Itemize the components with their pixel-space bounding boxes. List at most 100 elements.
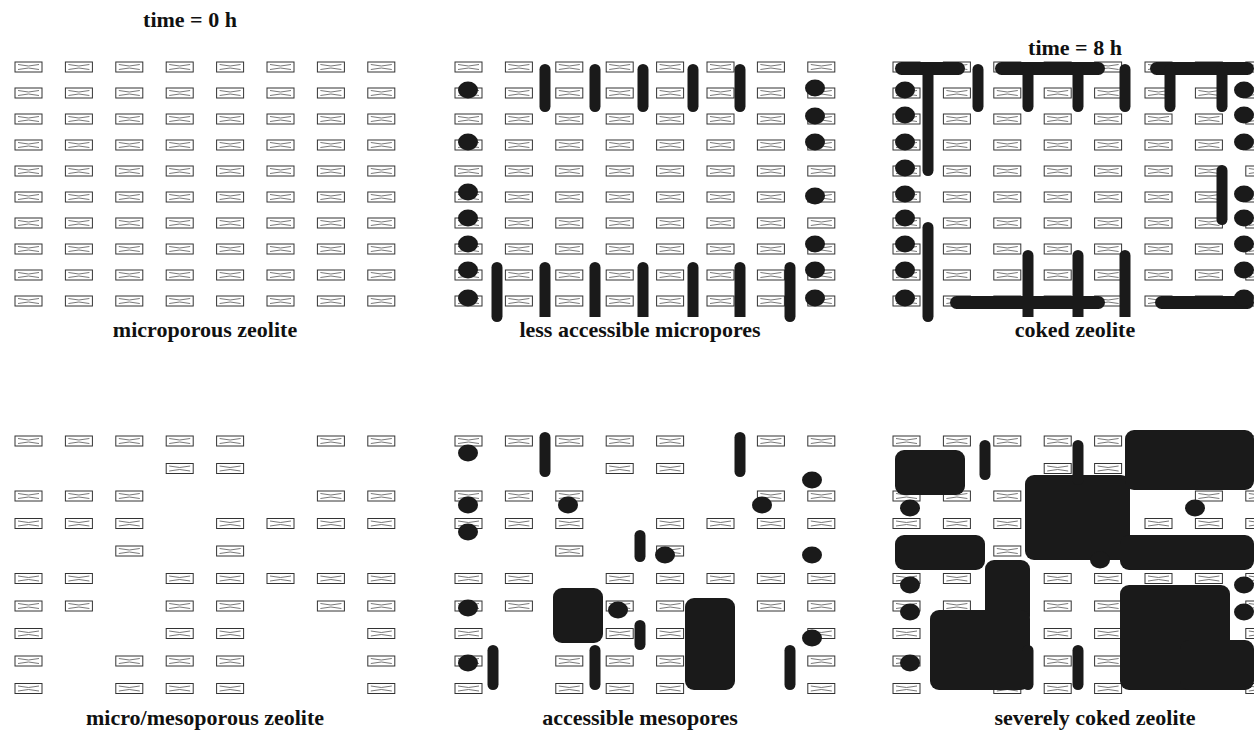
micropore-symbol bbox=[166, 166, 193, 176]
micropore-symbol bbox=[455, 629, 482, 639]
micropore-symbol bbox=[657, 140, 684, 150]
micropore-symbol bbox=[505, 601, 532, 611]
micropore-symbol bbox=[606, 218, 633, 228]
coke-deposit bbox=[895, 450, 965, 495]
micropore-symbol bbox=[1044, 684, 1071, 694]
micropore-symbol bbox=[455, 62, 482, 72]
coke-panel-3 bbox=[895, 62, 1254, 322]
micropore-symbol bbox=[505, 166, 532, 176]
micropore-symbol bbox=[217, 270, 244, 280]
coke-dot bbox=[900, 655, 920, 672]
micropore-symbol bbox=[166, 270, 193, 280]
micropore-symbol bbox=[217, 519, 244, 529]
micropore-symbol bbox=[707, 192, 734, 202]
micropore-symbol bbox=[166, 656, 193, 666]
coke-dot bbox=[895, 262, 915, 279]
micropore-symbol bbox=[757, 270, 784, 280]
micropore-symbol bbox=[1145, 114, 1172, 124]
micropore-symbol bbox=[1044, 114, 1071, 124]
coke-deposit bbox=[895, 535, 985, 570]
micropore-symbol bbox=[65, 192, 92, 202]
coke-dot bbox=[900, 604, 920, 621]
micropore-symbol bbox=[65, 114, 92, 124]
micropore-symbol bbox=[166, 629, 193, 639]
micropore-symbol bbox=[505, 244, 532, 254]
micropore-symbol bbox=[317, 140, 344, 150]
micropore-symbol bbox=[707, 114, 734, 124]
micropore-symbol bbox=[657, 218, 684, 228]
micropore-symbol bbox=[1044, 192, 1071, 202]
micropore-symbol bbox=[267, 296, 294, 306]
coke-dot bbox=[1234, 186, 1254, 203]
micropore-symbol bbox=[65, 166, 92, 176]
micropore-symbol bbox=[166, 464, 193, 474]
coke-deposit bbox=[1120, 64, 1131, 112]
coke-deposit bbox=[785, 645, 796, 690]
micropore-symbol bbox=[267, 519, 294, 529]
micropore-symbol bbox=[267, 192, 294, 202]
micropore-symbol bbox=[606, 244, 633, 254]
micropore-symbol bbox=[994, 270, 1021, 280]
coke-dot bbox=[458, 236, 478, 253]
micropore-symbol bbox=[116, 218, 143, 228]
coke-deposit bbox=[1120, 535, 1254, 570]
micropore-symbol bbox=[217, 296, 244, 306]
micropore-symbol bbox=[657, 62, 684, 72]
micropore-symbol bbox=[556, 546, 583, 556]
micropore-symbol bbox=[657, 574, 684, 584]
coke-dot bbox=[752, 497, 772, 514]
micropore-symbol bbox=[116, 88, 143, 98]
micropore-symbol bbox=[166, 88, 193, 98]
micropore-symbol bbox=[116, 546, 143, 556]
micro-mesoporous-grid bbox=[15, 436, 395, 694]
micropore-symbol bbox=[994, 491, 1021, 501]
coke-deposit bbox=[540, 64, 551, 112]
micropore-symbol bbox=[657, 114, 684, 124]
micropore-symbol bbox=[707, 244, 734, 254]
coke-dot bbox=[895, 290, 915, 307]
micropore-symbol bbox=[943, 114, 970, 124]
coke-dot bbox=[802, 630, 822, 647]
coke-dot bbox=[458, 82, 478, 99]
coke-deposit bbox=[590, 262, 601, 322]
micropore-symbol bbox=[267, 270, 294, 280]
micropore-symbol bbox=[217, 629, 244, 639]
micropore-symbol bbox=[116, 684, 143, 694]
micropore-symbol bbox=[657, 656, 684, 666]
micropore-symbol bbox=[606, 114, 633, 124]
micropore-symbol bbox=[317, 296, 344, 306]
micropore-symbol bbox=[657, 519, 684, 529]
coke-deposit bbox=[1120, 250, 1131, 322]
micropore-symbol bbox=[1145, 244, 1172, 254]
micropore-symbol bbox=[317, 114, 344, 124]
micropore-symbol bbox=[1145, 270, 1172, 280]
micropore-symbol bbox=[1145, 574, 1172, 584]
coke-dot bbox=[1234, 82, 1254, 99]
coke-deposit bbox=[1023, 250, 1034, 322]
micropore-symbol bbox=[505, 436, 532, 446]
coke-deposit bbox=[553, 588, 603, 643]
micropore-symbol bbox=[707, 218, 734, 228]
micropore-symbol bbox=[556, 88, 583, 98]
micropore-symbol bbox=[994, 166, 1021, 176]
micropore-symbol bbox=[65, 601, 92, 611]
micropore-symbol bbox=[556, 218, 583, 228]
micropore-symbol bbox=[1044, 629, 1071, 639]
micropore-symbol bbox=[808, 574, 835, 584]
coke-dot bbox=[895, 82, 915, 99]
coke-deposit bbox=[1025, 475, 1130, 560]
micropore-symbol bbox=[1044, 656, 1071, 666]
coke-dot bbox=[458, 184, 478, 201]
micropore-symbol bbox=[994, 244, 1021, 254]
micropore-symbol bbox=[317, 88, 344, 98]
micropore-symbol bbox=[15, 270, 42, 280]
micropore-symbol bbox=[317, 192, 344, 202]
coke-deposit bbox=[688, 262, 699, 322]
coke-dot bbox=[655, 547, 675, 564]
panel-caption: micro/mesoporous zeolite bbox=[83, 705, 327, 731]
coke-deposit bbox=[1217, 64, 1228, 112]
coke-deposit bbox=[980, 440, 991, 480]
micropore-symbol bbox=[505, 114, 532, 124]
micropore-symbol bbox=[1195, 114, 1222, 124]
coke-dot bbox=[1090, 552, 1110, 569]
